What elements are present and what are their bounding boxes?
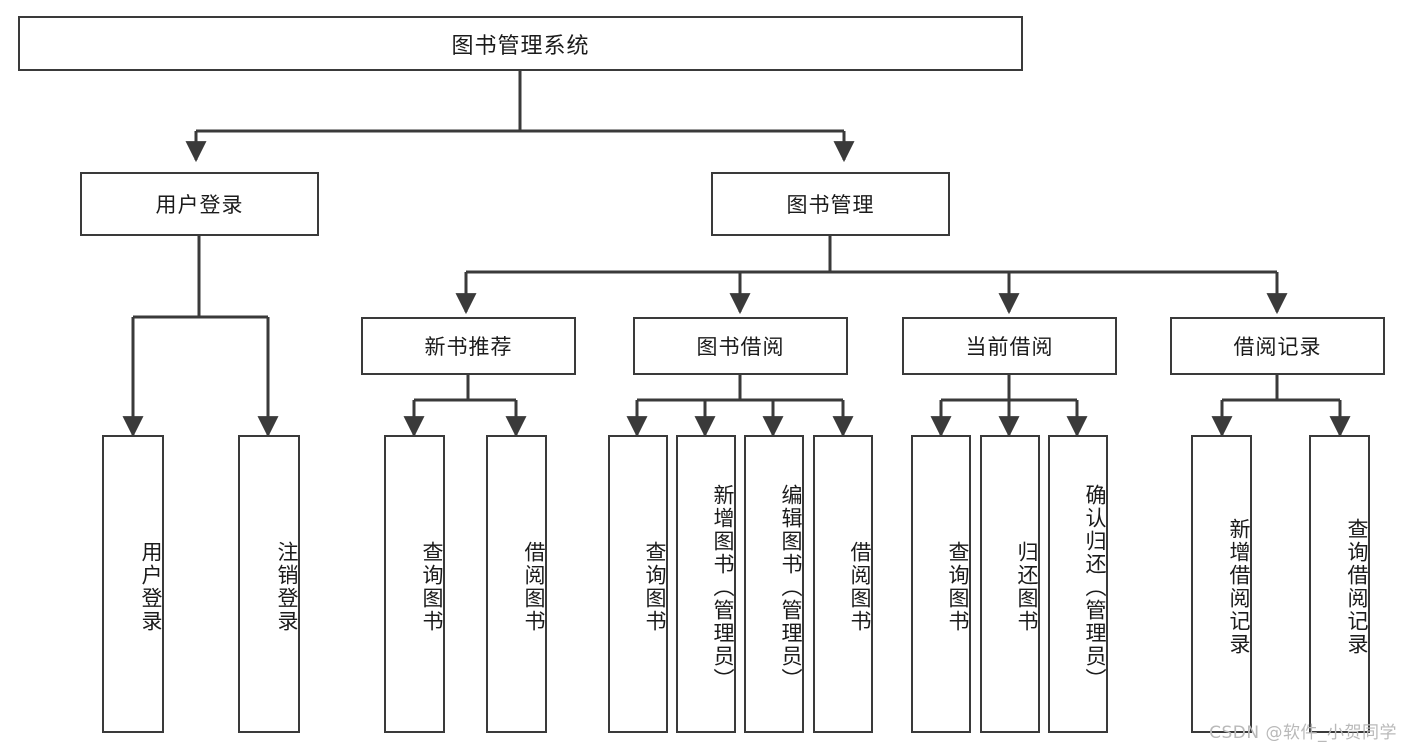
node-book-borrow[interactable]: 图书借阅 <box>633 317 848 375</box>
leaf-query-borrow-record[interactable]: 查询借阅记录 <box>1309 435 1370 733</box>
node-label: 新书推荐 <box>424 335 513 359</box>
node-label: 当前借阅 <box>965 335 1054 359</box>
node-label: 注销登录 <box>275 541 299 633</box>
leaf-add-book-admin[interactable]: 新增图书（管理员） <box>676 435 736 733</box>
node-label: 借阅图书 <box>848 541 872 633</box>
node-root-system[interactable]: 图书管理系统 <box>18 16 1023 71</box>
node-label: 用户登录 <box>139 541 163 633</box>
node-label: 确认归还（管理员） <box>1083 483 1107 691</box>
leaf-add-borrow-record[interactable]: 新增借阅记录 <box>1191 435 1252 733</box>
watermark-text: CSDN @软件_小贺同学 <box>1209 723 1397 743</box>
leaf-return-book[interactable]: 归还图书 <box>980 435 1040 733</box>
node-label: 借阅记录 <box>1233 335 1322 359</box>
leaf-query-book-recommend[interactable]: 查询图书 <box>384 435 445 733</box>
leaf-user-login[interactable]: 用户登录 <box>102 435 164 733</box>
node-label: 新增借阅记录 <box>1227 518 1251 656</box>
node-label: 新增图书（管理员） <box>711 483 735 691</box>
node-label: 图书管理 <box>786 193 875 217</box>
node-user-login[interactable]: 用户登录 <box>80 172 319 236</box>
node-label: 归还图书 <box>1015 541 1039 633</box>
leaf-edit-book-admin[interactable]: 编辑图书（管理员） <box>744 435 804 733</box>
leaf-confirm-return-admin[interactable]: 确认归还（管理员） <box>1048 435 1108 733</box>
leaf-borrow-book-borrow[interactable]: 借阅图书 <box>813 435 873 733</box>
leaf-query-book-current[interactable]: 查询图书 <box>911 435 971 733</box>
node-label: 查询图书 <box>643 541 667 633</box>
node-book-management[interactable]: 图书管理 <box>711 172 950 236</box>
leaf-borrow-book-recommend[interactable]: 借阅图书 <box>486 435 547 733</box>
leaf-logout[interactable]: 注销登录 <box>238 435 300 733</box>
leaf-query-book-borrow[interactable]: 查询图书 <box>608 435 668 733</box>
node-label: 查询图书 <box>946 541 970 633</box>
node-label: 用户登录 <box>155 193 244 217</box>
node-label: 编辑图书（管理员） <box>779 483 803 691</box>
node-new-book-recommend[interactable]: 新书推荐 <box>361 317 576 375</box>
node-current-borrow[interactable]: 当前借阅 <box>902 317 1117 375</box>
node-label: 查询借阅记录 <box>1345 518 1369 656</box>
node-label: 图书管理系统 <box>451 33 590 59</box>
node-label: 借阅图书 <box>522 541 546 633</box>
node-borrow-record[interactable]: 借阅记录 <box>1170 317 1385 375</box>
node-label: 查询图书 <box>420 541 444 633</box>
node-label: 图书借阅 <box>696 335 785 359</box>
